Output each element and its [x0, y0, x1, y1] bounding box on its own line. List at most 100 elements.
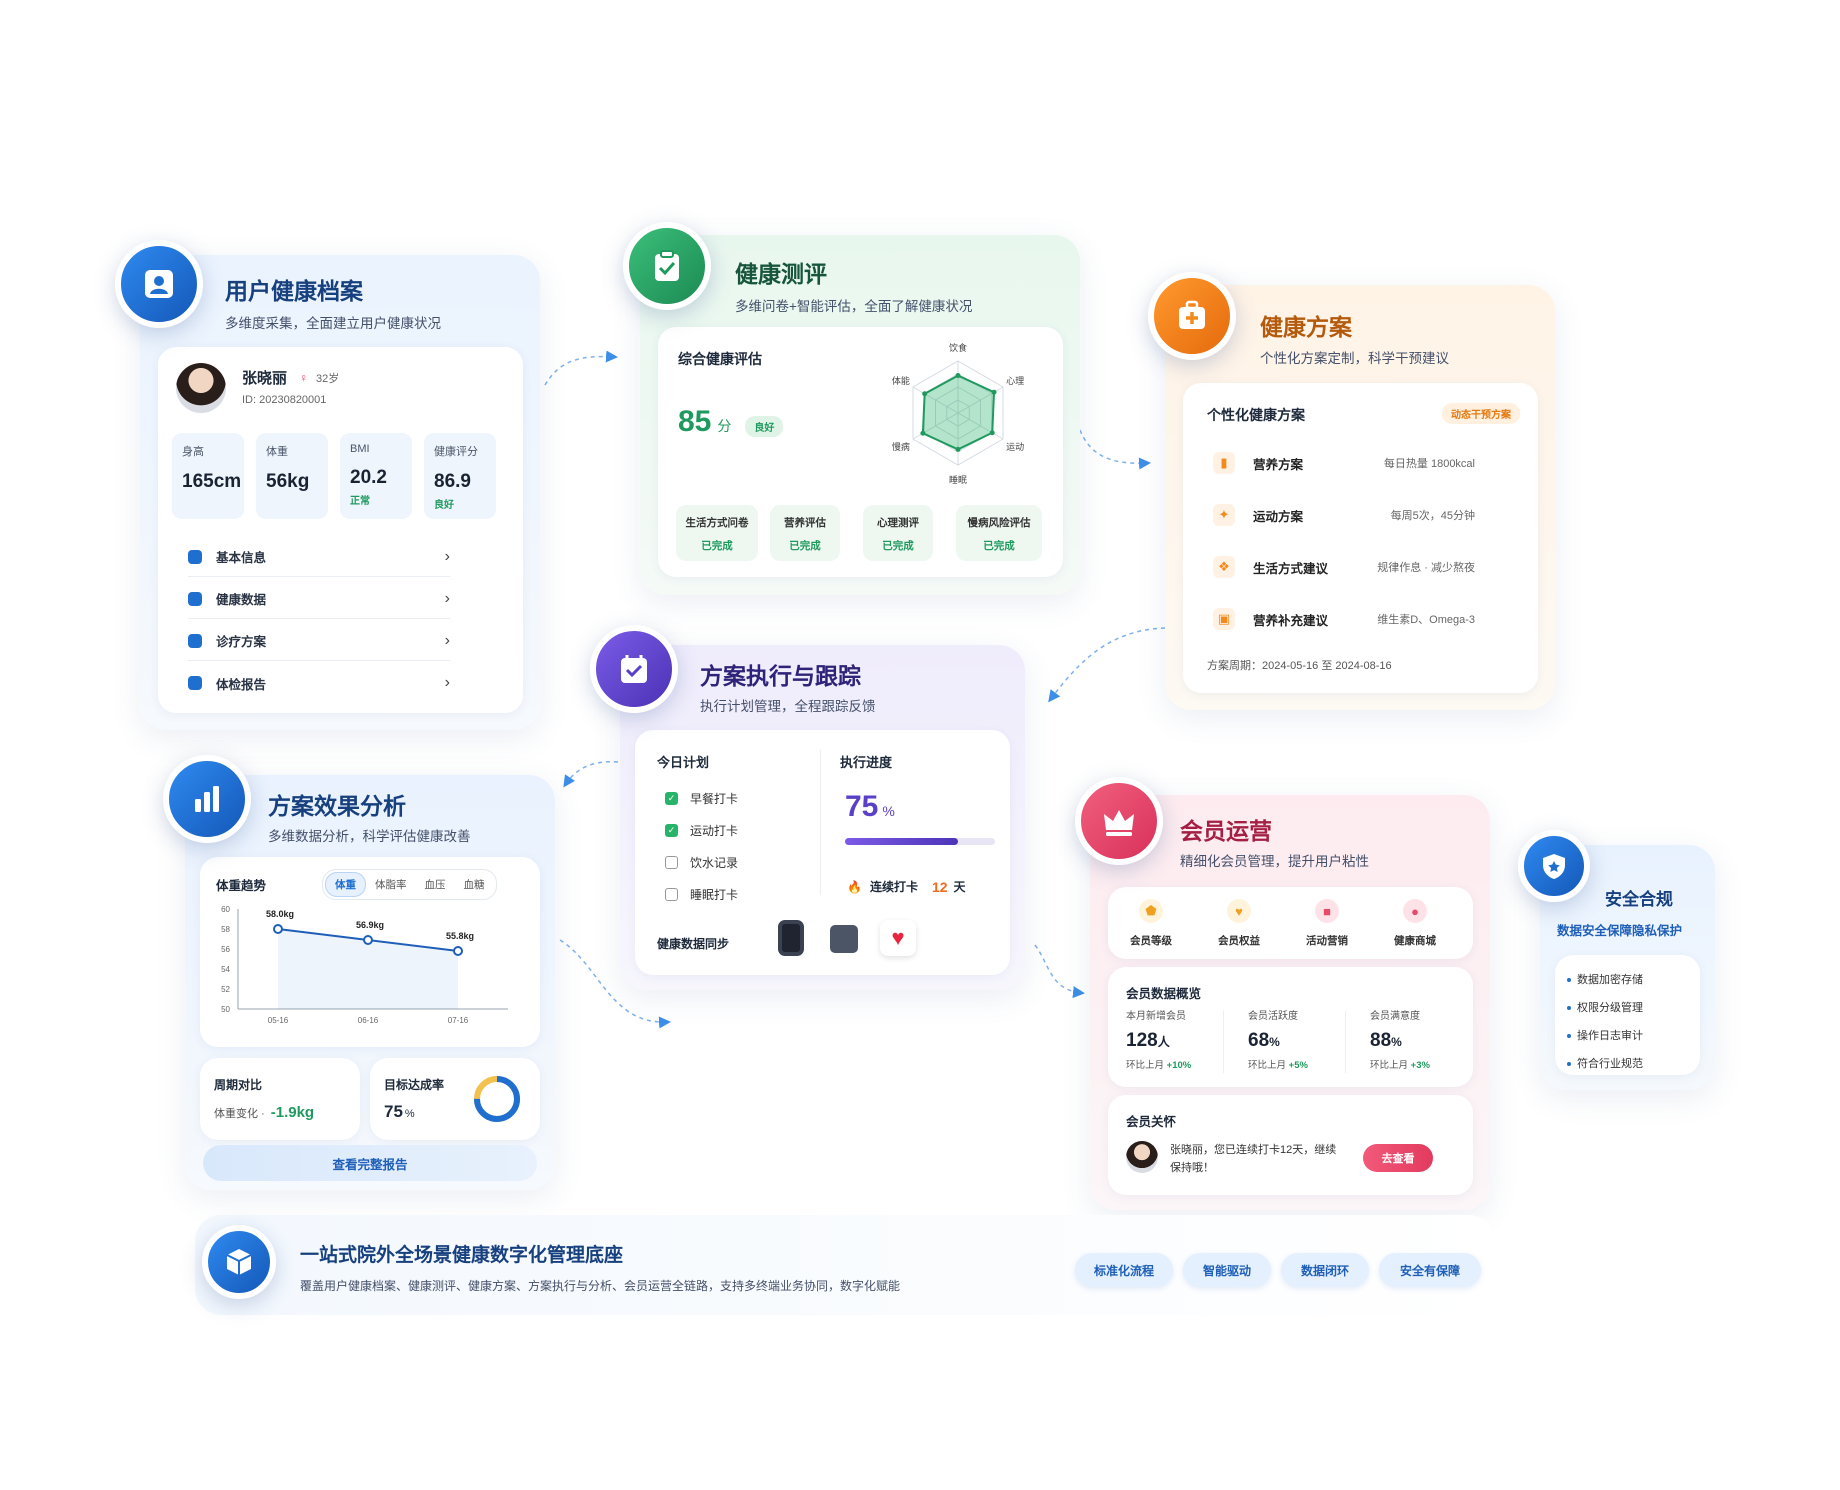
trend-title: 体重趋势: [216, 879, 267, 893]
avatar: [176, 363, 226, 413]
perk-store[interactable]: ●健康商城: [1380, 899, 1450, 948]
perk-marketing[interactable]: ■活动营销: [1292, 899, 1362, 948]
running-icon: ✦: [1213, 504, 1235, 526]
weight-trend-chart: 60585654525058.0kg05-1656.9kg06-1655.8kg…: [221, 905, 508, 1025]
todo-item[interactable]: ✓早餐打卡: [665, 782, 738, 814]
care-panel: 会员关怀 张晓丽，您已连续打卡12天，继续保持哦！ 去查看: [1108, 1095, 1473, 1195]
pill-standard[interactable]: 标准化流程: [1075, 1253, 1173, 1287]
menu-treatment-plan[interactable]: 诊疗方案›: [188, 621, 450, 661]
perk-level[interactable]: ⬟会员等级: [1116, 899, 1186, 948]
y-tick-label: 50: [221, 1005, 230, 1014]
y-tick-label: 60: [221, 905, 230, 914]
tab-1[interactable]: 体脂率: [375, 879, 407, 891]
plan-subtitle: 个性化方案定制，科学干预建议: [1260, 351, 1449, 366]
pill-security[interactable]: 安全有保障: [1379, 1253, 1481, 1287]
plan-row-exercise[interactable]: ✦运动方案每周5次，45分钟: [1213, 493, 1475, 537]
assess-item-psych[interactable]: 心理测评已完成: [863, 505, 933, 561]
goal-donut: [474, 1076, 520, 1122]
care-view-button[interactable]: 去查看: [1363, 1144, 1433, 1172]
plan-row-nutrition[interactable]: ▮营养方案每日热量 1800kcal: [1213, 441, 1475, 485]
profile-subtitle: 多维度采集，全面建立用户健康状况: [225, 316, 441, 331]
radar-point: [991, 389, 997, 395]
flame-icon: 🔥: [847, 879, 862, 894]
avatar: [1126, 1141, 1158, 1173]
assess-item-lifestyle[interactable]: 生活方式问卷已完成: [676, 505, 758, 561]
radar-point: [920, 430, 926, 436]
security-list: 数据加密存储权限分级管理操作日志审计符合行业规范: [1561, 965, 1694, 1077]
user-age: 32岁: [316, 372, 340, 385]
pill-smart[interactable]: 智能驱动: [1183, 1253, 1271, 1287]
chevron-right-icon: ›: [444, 674, 450, 691]
chevron-right-icon: ›: [444, 631, 450, 649]
tab-3[interactable]: 血糖: [463, 879, 485, 891]
data-label: 56.9kg: [356, 920, 384, 930]
perks-panel: ⬟会员等级 ♥会员权益 ■活动营销 ●健康商城: [1108, 887, 1473, 959]
plan-panel: 个性化健康方案 动态干预方案 ▮营养方案每日热量 1800kcal ✦运动方案每…: [1183, 383, 1538, 693]
leaf-icon: ❖: [1213, 556, 1235, 578]
x-tick-label: 07-16: [448, 1016, 469, 1025]
bar-chart-icon: [163, 755, 251, 843]
report-icon: [188, 676, 202, 690]
utensils-icon: ▮: [1213, 452, 1235, 474]
perk-rights[interactable]: ♥会员权益: [1204, 899, 1274, 948]
checkbox[interactable]: [665, 855, 678, 869]
series-area: [278, 929, 458, 1009]
heart-icon[interactable]: ♥: [880, 920, 916, 956]
today-plan-title: 今日计划: [657, 755, 710, 770]
todo-item[interactable]: 睡眠打卡: [665, 878, 738, 910]
store-icon: ●: [1403, 899, 1427, 923]
security-subtitle: 数据安全保障隐私保护: [1557, 924, 1683, 938]
overview-title: 会员数据概览: [1126, 987, 1202, 1001]
security-panel: 数据加密存储权限分级管理操作日志审计符合行业规范: [1555, 955, 1700, 1075]
view-report-button[interactable]: 查看完整报告: [203, 1145, 537, 1181]
assessment-title: 健康测评: [735, 261, 827, 287]
tab-0[interactable]: 体重: [325, 872, 366, 897]
todo-item[interactable]: ✓运动打卡: [665, 814, 738, 846]
menu-basic-info[interactable]: 基本信息›: [188, 537, 450, 577]
plan-row-supplement[interactable]: ▣营养补充建议维生素D、Omega-3: [1213, 597, 1475, 641]
x-tick-label: 05-16: [268, 1016, 289, 1025]
compare-title: 周期对比: [214, 1078, 263, 1092]
radar-label: 体能: [892, 375, 910, 386]
chevron-right-icon: ›: [444, 547, 450, 565]
plan-row-lifestyle[interactable]: ❖生活方式建议规律作息 · 减少熬夜: [1213, 545, 1475, 589]
progress-title: 执行进度: [840, 755, 893, 770]
scale-icon[interactable]: [830, 925, 858, 953]
y-tick-label: 54: [221, 965, 230, 974]
radar-label: 饮食: [949, 342, 967, 353]
y-tick-label: 58: [221, 925, 230, 934]
security-item: 数据加密存储: [1561, 965, 1694, 993]
assess-item-nutrition[interactable]: 营养评估已完成: [770, 505, 840, 561]
user-name: 张晓丽: [242, 370, 288, 387]
menu-checkup-report[interactable]: 体检报告›: [188, 663, 450, 703]
checkbox[interactable]: ✓: [665, 823, 678, 837]
crown-icon: [1075, 777, 1163, 865]
checkbox[interactable]: [665, 887, 678, 901]
donut-fill: [474, 1076, 520, 1122]
data-icon: [188, 591, 202, 606]
radar-axis: [912, 412, 959, 440]
plan-panel-title: 个性化健康方案: [1207, 407, 1305, 423]
progress-value: 75: [845, 790, 879, 823]
assessment-panel-title: 综合健康评估: [678, 351, 762, 367]
smartwatch-icon[interactable]: [778, 920, 804, 956]
todo-item[interactable]: 饮水记录: [665, 846, 738, 878]
assess-item-chronic[interactable]: 慢病风险评估已完成: [956, 505, 1042, 561]
user-id: ID: 20230820001: [242, 394, 327, 406]
score-badge: 良好: [745, 416, 784, 437]
data-point: [363, 935, 373, 945]
pill-data-loop[interactable]: 数据闭环: [1281, 1253, 1369, 1287]
assessment-score: 85: [678, 405, 712, 438]
x-tick-label: 06-16: [358, 1016, 379, 1025]
footer-title: 一站式院外全场景健康数字化管理底座: [300, 1245, 624, 1266]
execution-title: 方案执行与跟踪: [700, 663, 861, 689]
checkbox[interactable]: ✓: [665, 791, 678, 805]
plan-title: 健康方案: [1260, 314, 1352, 340]
radar-axis: [957, 412, 1004, 440]
tab-2[interactable]: 血压: [424, 879, 446, 891]
menu-health-data[interactable]: 健康数据›: [188, 579, 450, 619]
member-subtitle: 精细化会员管理，提升用户粘性: [1180, 854, 1369, 869]
pill-icon: ▣: [1213, 608, 1235, 630]
